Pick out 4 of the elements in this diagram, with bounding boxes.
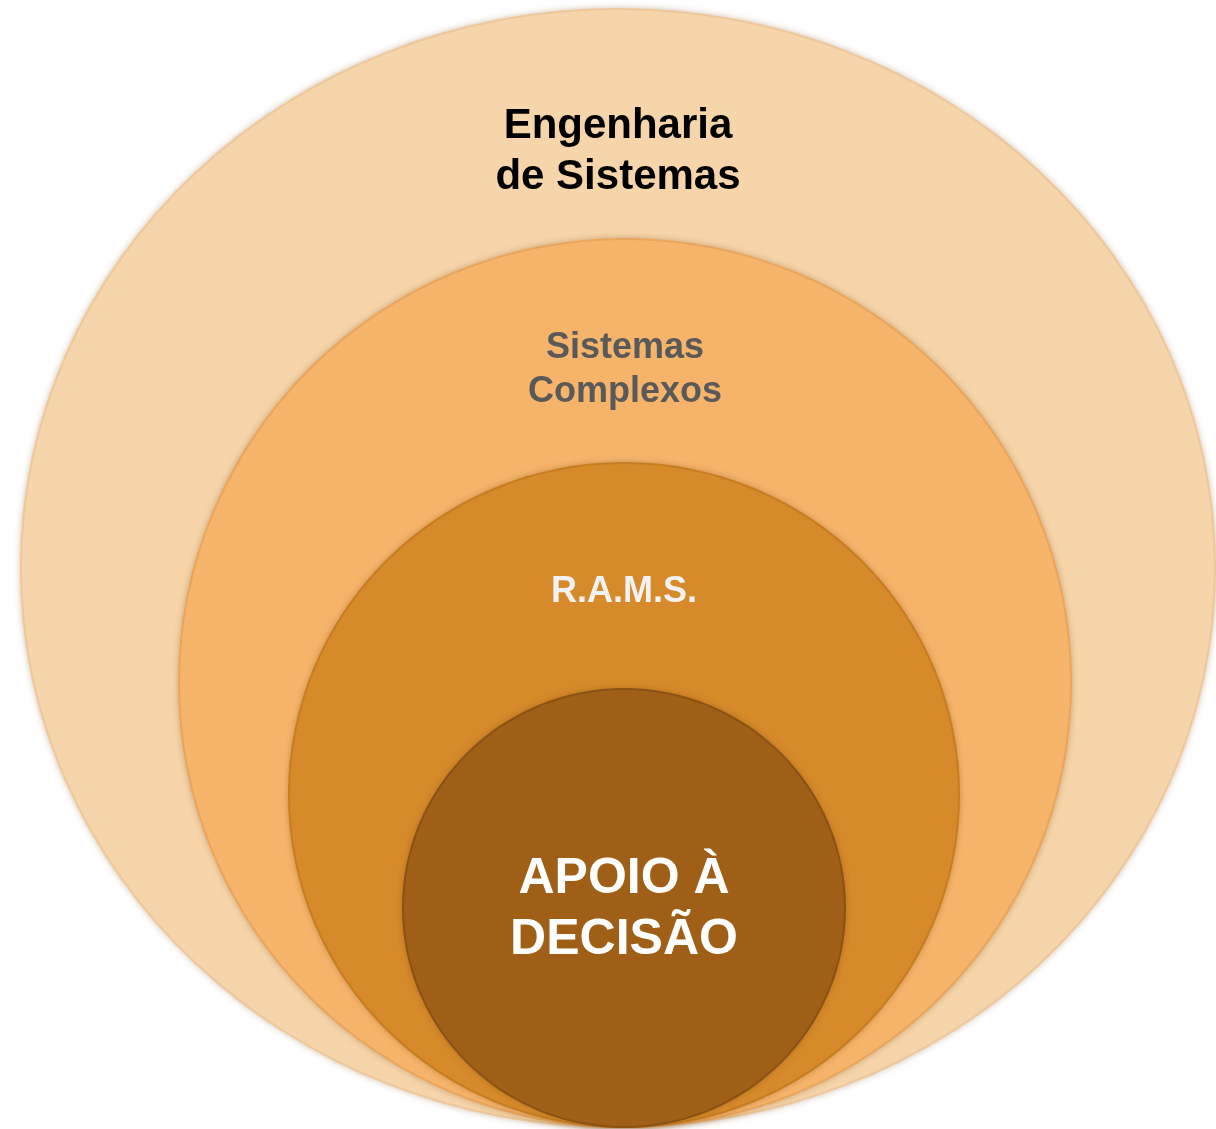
circle-label: APOIO À DECISÃO	[509, 847, 739, 967]
circle-label: Engenharia de Sistemas	[494, 99, 742, 201]
circle-label: Sistemas Complexos	[526, 324, 723, 412]
circle-label: R.A.M.S.	[550, 568, 698, 612]
